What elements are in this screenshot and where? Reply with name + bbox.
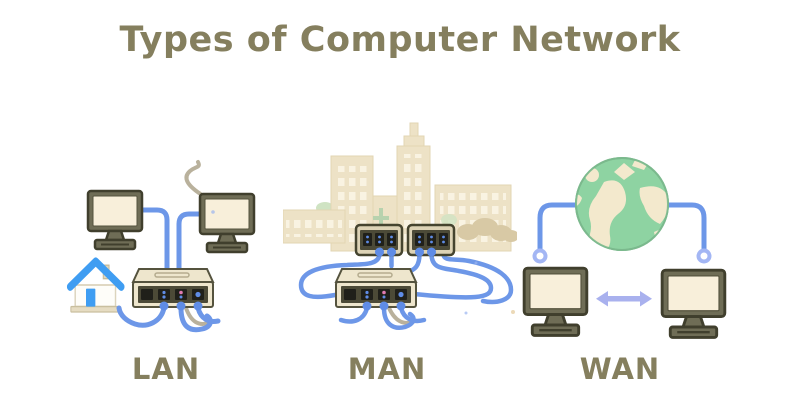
cable-lines <box>116 305 221 333</box>
page-title: Types of Computer Network <box>119 20 681 60</box>
man-illustration <box>283 122 517 330</box>
loose-cable <box>184 160 204 197</box>
lan-label: LAN <box>131 352 201 386</box>
cable-lines <box>140 207 202 273</box>
decorative-dot <box>511 310 515 314</box>
monitor-icon <box>86 189 144 251</box>
wan-illustration <box>522 157 727 339</box>
router-icon <box>335 268 417 312</box>
router-icon <box>132 268 214 312</box>
house-icon <box>70 262 121 312</box>
globe-icon <box>575 157 669 251</box>
man-label: MAN <box>347 352 427 386</box>
double-arrow-icon <box>596 291 652 307</box>
monitor-icon <box>660 268 727 339</box>
wan-label: WAN <box>579 352 661 386</box>
decorative-dot <box>211 210 215 214</box>
cable-terminal-rings <box>532 248 712 264</box>
cable-connector-dots <box>375 247 436 257</box>
lan-illustration <box>50 160 256 333</box>
decorative-dot <box>474 261 478 265</box>
monitor-icon <box>522 266 589 337</box>
decorative-dot <box>464 311 468 315</box>
monitor-icon <box>198 192 256 254</box>
cable-lines <box>338 305 427 330</box>
